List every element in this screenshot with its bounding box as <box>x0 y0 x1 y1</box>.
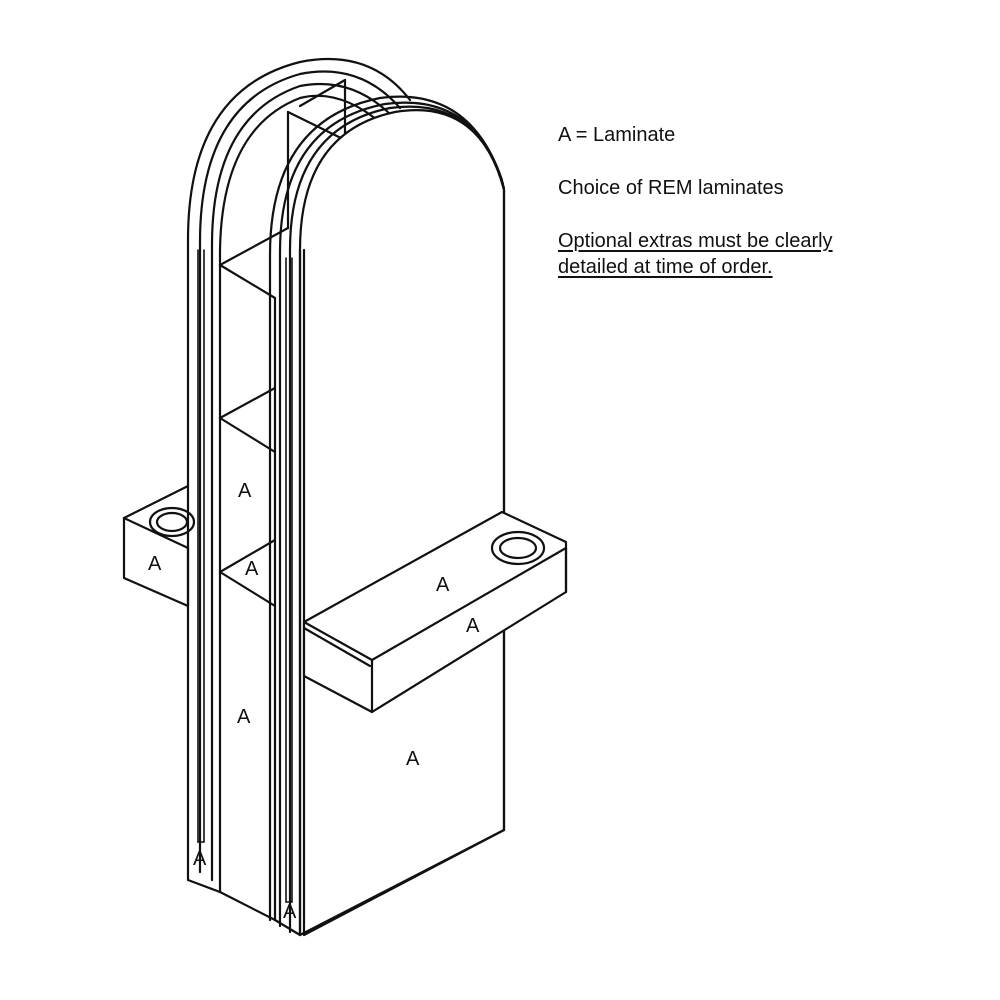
label-front-panel: A <box>406 748 420 770</box>
rear-arched-panel <box>186 58 412 894</box>
label-left-edge-strip: A <box>193 848 207 870</box>
part-labels: A A A A A A A A A <box>148 480 480 923</box>
front-desk-arm <box>302 510 568 714</box>
label-lower-shelf: A <box>245 558 259 580</box>
left-arm <box>122 484 196 608</box>
legend-optional-line2: detailed at time of order. <box>558 256 773 278</box>
legend-optional-extras: Optional extras must be clearly detailed… <box>558 228 833 280</box>
label-front-arm-top: A <box>436 574 450 596</box>
label-rear-panel-upper: A <box>238 480 252 502</box>
label-front-edge-strip: A <box>283 901 297 923</box>
label-front-arm-front: A <box>466 615 480 637</box>
legend-key: A = Laminate <box>558 124 676 146</box>
label-left-arm-end: A <box>148 553 162 575</box>
legend-notes: A = Laminate Choice of REM laminates Opt… <box>558 122 833 307</box>
inner-shelving <box>218 78 347 922</box>
legend-choice: Choice of REM laminates <box>558 177 784 199</box>
front-arched-panel <box>268 95 506 937</box>
legend-optional-line1: Optional extras must be clearly <box>558 230 833 252</box>
label-rear-panel-lower: A <box>237 706 251 728</box>
